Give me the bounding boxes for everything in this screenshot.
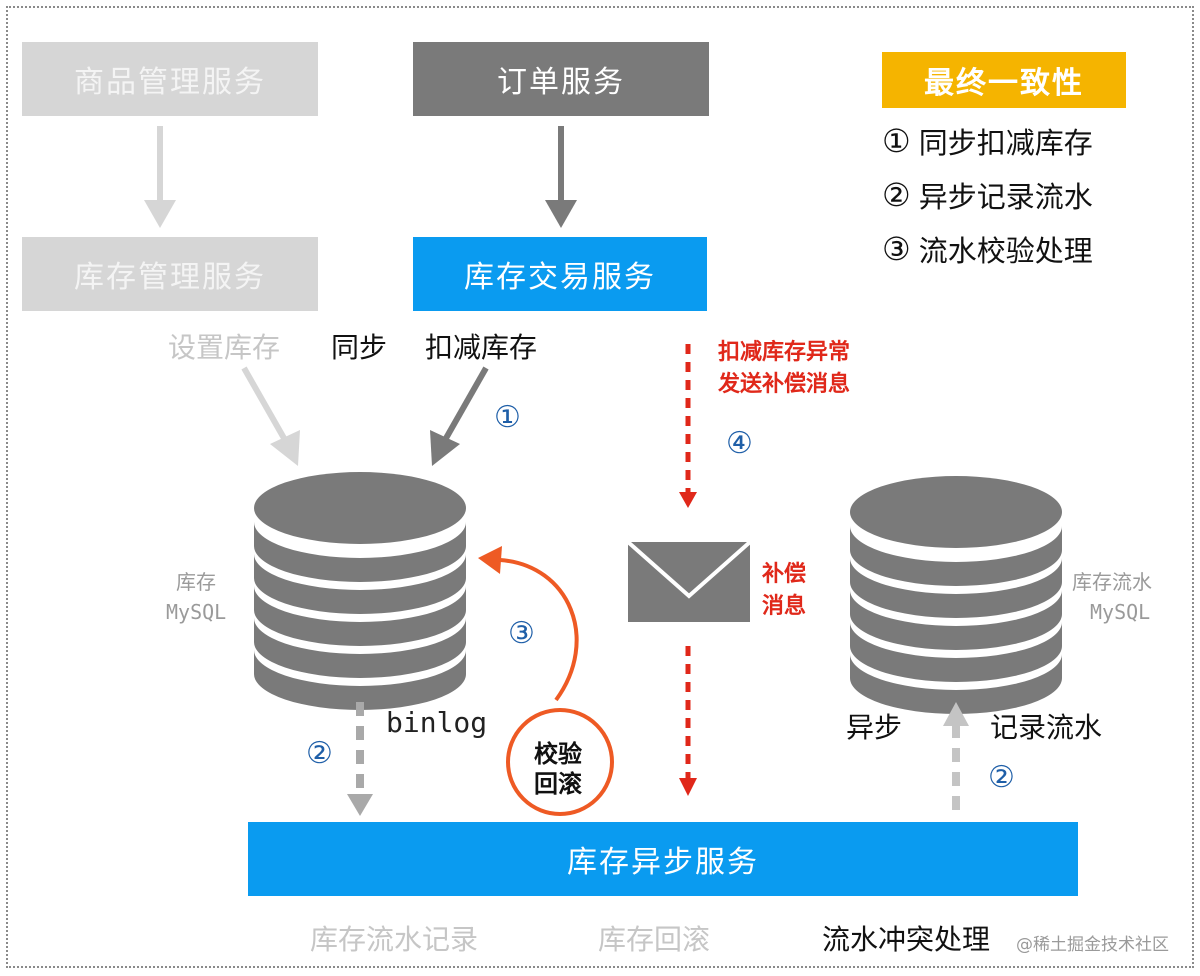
bottom-conflict-label: 流水冲突处理	[822, 923, 991, 956]
arrow-record-flow-up	[943, 702, 969, 816]
arrow-binlog-down	[347, 702, 373, 816]
legend-item-async-record: ② 异步记录流水	[882, 174, 1093, 216]
deduct-exception-label-line1: 扣减库存异常	[718, 340, 851, 365]
legend-text: 异步记录流水	[918, 180, 1093, 214]
deduct-inventory-label: 扣减库存	[425, 331, 538, 364]
inventory-db-icon	[254, 472, 466, 710]
inventory-management-service-box: 库存管理服务	[22, 237, 318, 311]
legend-item-sync-deduct: ① 同步扣减库存	[882, 120, 1093, 162]
arrow-verify-rollback	[478, 546, 614, 816]
compensation-message-label-line1: 补偿	[762, 562, 807, 587]
arrow-goods-to-inventory-mgmt	[144, 126, 176, 228]
inventory-async-service-box: 库存异步服务	[248, 822, 1078, 896]
legend-item-verify: ③ 流水校验处理	[882, 228, 1093, 270]
inventory-flow-db-label-line1: 库存流水	[1072, 570, 1152, 594]
diagram-frame	[6, 6, 1194, 968]
legend-title: 最终一致性	[882, 52, 1126, 108]
verify-rollback-label-line2: 回滚	[534, 770, 582, 798]
record-flow-label: 记录流水	[990, 711, 1103, 744]
inventory-flow-db-icon	[850, 476, 1062, 714]
binlog-label: binlog	[386, 706, 488, 739]
watermark: @稀土掘金技术社区	[1016, 935, 1169, 955]
arrow-order-to-inventory-trade	[545, 126, 577, 228]
set-inventory-label: 设置库存	[168, 331, 281, 364]
async-label: 异步	[846, 711, 903, 744]
legend-text: 流水校验处理	[918, 234, 1093, 268]
order-service-box: 订单服务	[413, 42, 709, 116]
bottom-flow-record-label: 库存流水记录	[310, 923, 479, 956]
arrow-compensation-down	[679, 344, 697, 796]
arrow-set-inventory	[241, 366, 300, 466]
arrow-deduct-inventory	[430, 366, 489, 466]
inventory-trade-service-box: 库存交易服务	[413, 237, 707, 311]
sync-label: 同步	[331, 331, 388, 364]
step-3-marker: ③	[508, 616, 535, 651]
envelope-icon	[626, 540, 752, 622]
legend-number: ③	[882, 230, 911, 268]
inventory-db-label-line1: 库存	[176, 570, 216, 594]
legend-number: ②	[882, 176, 911, 214]
step-2-right-marker: ②	[988, 760, 1015, 795]
goods-management-service-box: 商品管理服务	[22, 42, 318, 116]
step-4-marker: ④	[726, 426, 753, 461]
step-2-left-marker: ②	[306, 736, 333, 771]
compensation-message-label-line2: 消息	[762, 594, 807, 619]
inventory-db-label-line2: MySQL	[166, 600, 227, 624]
legend-number: ①	[882, 122, 911, 160]
inventory-flow-db-label-line2: MySQL	[1090, 600, 1151, 624]
verify-rollback-label-line1: 校验	[534, 740, 582, 768]
legend-text: 同步扣减库存	[918, 126, 1093, 160]
deduct-exception-label-line2: 发送补偿消息	[718, 372, 851, 397]
bottom-rollback-label: 库存回滚	[598, 923, 711, 956]
step-1-marker: ①	[494, 400, 521, 435]
